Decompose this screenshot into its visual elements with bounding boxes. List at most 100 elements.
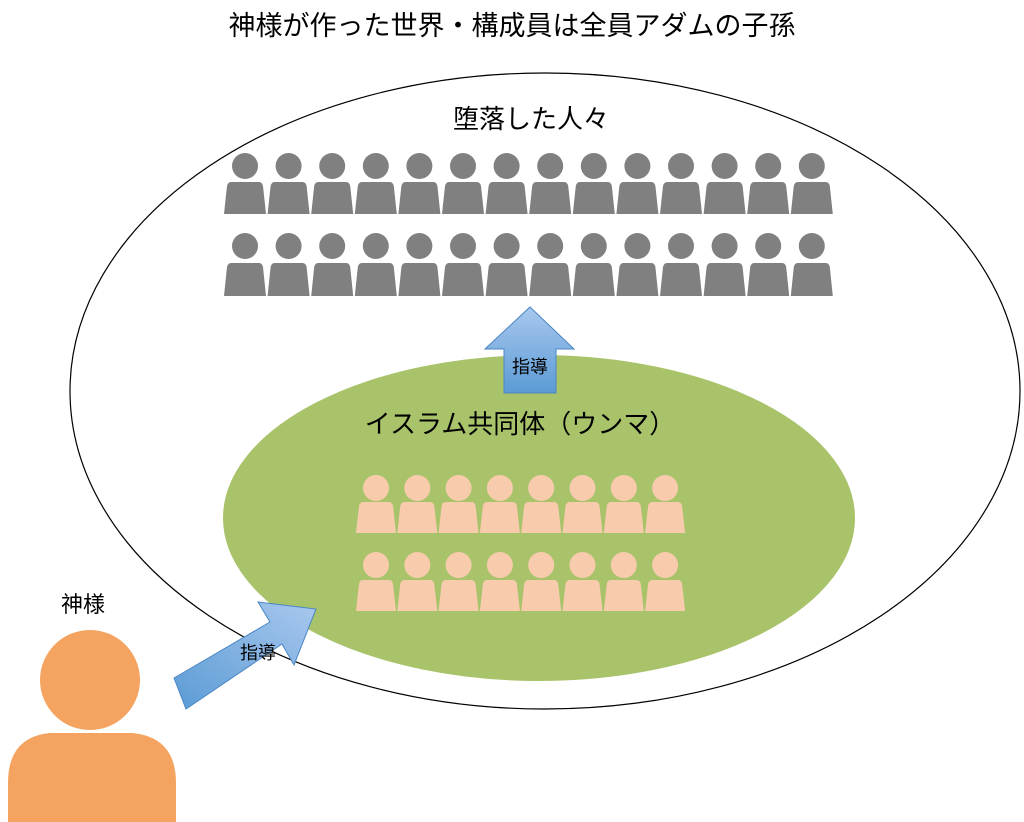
person-body (442, 182, 484, 214)
person-body (311, 182, 354, 214)
fallen-person-icon (529, 233, 572, 296)
fallen-person-icon (442, 153, 484, 214)
guidance-arrow-diag: 指導 (173, 601, 317, 710)
fallen-person-icon (398, 233, 441, 296)
person-head (404, 475, 431, 501)
person-body (479, 580, 520, 611)
community-person-icon (603, 552, 644, 611)
fallen-person-icon (224, 233, 266, 296)
fallen-person-icon (311, 233, 354, 296)
person-body (616, 263, 659, 296)
person-body (398, 263, 441, 296)
community-people-group (356, 475, 686, 611)
person-body (747, 182, 790, 214)
person-head (232, 233, 258, 259)
person-head (668, 233, 694, 259)
person-head (569, 552, 596, 578)
person-body (562, 580, 603, 611)
person-body (562, 502, 603, 533)
person-body (521, 580, 562, 611)
fallen-person-icon (311, 153, 354, 214)
person-body (438, 580, 479, 611)
arrow-up-icon (483, 306, 576, 394)
person-head (624, 153, 651, 179)
fallen-person-icon (572, 153, 615, 214)
person-body (572, 263, 615, 296)
fallen-person-icon (703, 153, 746, 214)
person-body (354, 263, 397, 296)
community-person-icon (438, 475, 479, 533)
fallen-person-icon (485, 153, 528, 214)
fallen-person-icon (616, 153, 659, 214)
person-head (580, 233, 607, 259)
fallen-people-label: 堕落した人々 (453, 105, 609, 135)
community-person-icon (645, 475, 686, 533)
community-person-icon (562, 475, 603, 533)
person-body (660, 182, 702, 214)
fallen-person-icon (703, 233, 746, 296)
person-head (528, 552, 555, 578)
fallen-person-icon (747, 153, 790, 214)
community-person-icon (521, 552, 562, 611)
person-body (572, 182, 615, 214)
person-head (711, 153, 738, 179)
person-head (610, 475, 637, 501)
person-head (537, 233, 564, 259)
fallen-person-icon (267, 153, 310, 214)
person-body (603, 502, 644, 533)
person-body (398, 182, 441, 214)
person-body (354, 182, 397, 214)
fallen-person-icon (790, 153, 833, 214)
person-head (610, 552, 637, 578)
person-body (485, 263, 528, 296)
person-body (479, 502, 520, 533)
person-head (755, 153, 782, 179)
person-body (747, 263, 790, 296)
person-head (445, 552, 472, 578)
person-head (406, 233, 433, 259)
fallen-person-icon (267, 233, 310, 296)
community-person-icon (356, 552, 396, 611)
community-person-icon (356, 475, 396, 533)
person-body (397, 502, 438, 533)
fallen-person-icon (660, 153, 702, 214)
person-body (703, 182, 746, 214)
person-body (311, 263, 354, 296)
person-head (528, 475, 555, 501)
person-head (624, 233, 651, 259)
arrow-up-label: 指導 (512, 357, 548, 378)
person-head (363, 552, 389, 578)
person-body (529, 182, 572, 214)
person-head (668, 153, 694, 179)
person-head (362, 153, 389, 179)
community-person-icon (562, 552, 603, 611)
community-person-icon (438, 552, 479, 611)
person-head (755, 233, 782, 259)
person-head (450, 233, 476, 259)
person-body (356, 502, 396, 533)
person-body (521, 502, 562, 533)
person-head (319, 153, 346, 179)
person-body (397, 580, 438, 611)
person-head (798, 153, 825, 179)
person-head (580, 153, 607, 179)
person-body (616, 182, 659, 214)
person-head (404, 552, 431, 578)
community-person-icon (521, 475, 562, 533)
person-head (537, 153, 564, 179)
community-person-icon (397, 475, 438, 533)
fallen-person-icon (224, 153, 266, 214)
fallen-person-icon (442, 233, 484, 296)
arrow-diag-label: 指導 (240, 643, 276, 664)
person-body (267, 263, 310, 296)
god-head (40, 630, 140, 730)
person-body (485, 182, 528, 214)
community-person-icon (479, 552, 520, 611)
person-body (529, 263, 572, 296)
fallen-person-icon (529, 153, 572, 214)
person-body (645, 502, 686, 533)
person-body (442, 263, 484, 296)
person-body (438, 502, 479, 533)
person-head (406, 153, 433, 179)
